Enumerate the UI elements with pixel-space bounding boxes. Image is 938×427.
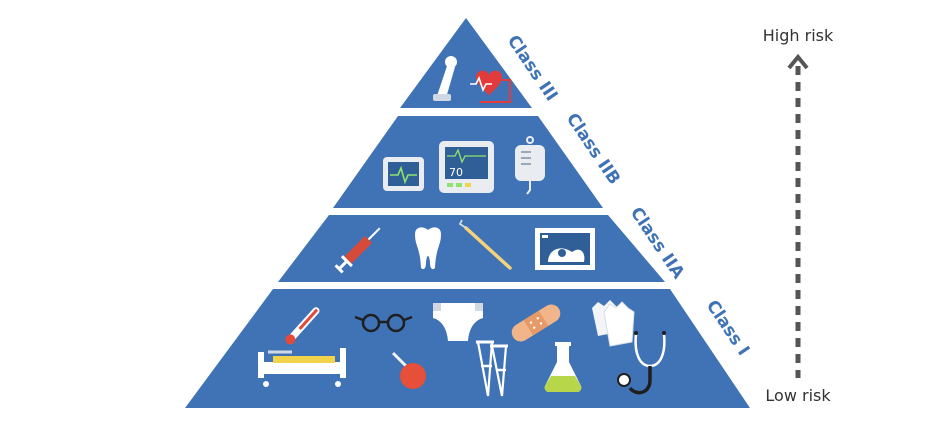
gloves-icon (592, 300, 635, 347)
monitor-icon (383, 157, 424, 191)
high-risk-label: High risk (763, 26, 834, 45)
thermometer-icon (285, 307, 320, 345)
arrowhead-up-icon (787, 53, 809, 70)
glasses-icon (354, 313, 413, 333)
patient-monitor-icon: 70 (439, 141, 494, 193)
tier-class-iia (278, 215, 665, 282)
monitor-value-text: 70 (449, 166, 463, 179)
stethoscope-icon (617, 331, 666, 395)
hospital-bed-icon (258, 348, 346, 387)
suction-bulb-icon (391, 351, 426, 389)
low-risk-label: Low risk (765, 386, 831, 405)
bandage-icon (511, 304, 561, 342)
tooth-icon (415, 227, 441, 270)
flask-icon (544, 342, 582, 392)
syringe-icon (334, 227, 381, 274)
ultrasound-icon (535, 228, 595, 270)
iv-bag-icon (515, 136, 545, 195)
leg-prosthesis-icon (433, 56, 457, 101)
crutches-icon (476, 340, 508, 397)
dental-probe-icon (458, 219, 512, 270)
pacemaker-heart-icon (470, 70, 511, 103)
tier-class-iii (400, 18, 532, 108)
diaper-icon (433, 303, 483, 341)
